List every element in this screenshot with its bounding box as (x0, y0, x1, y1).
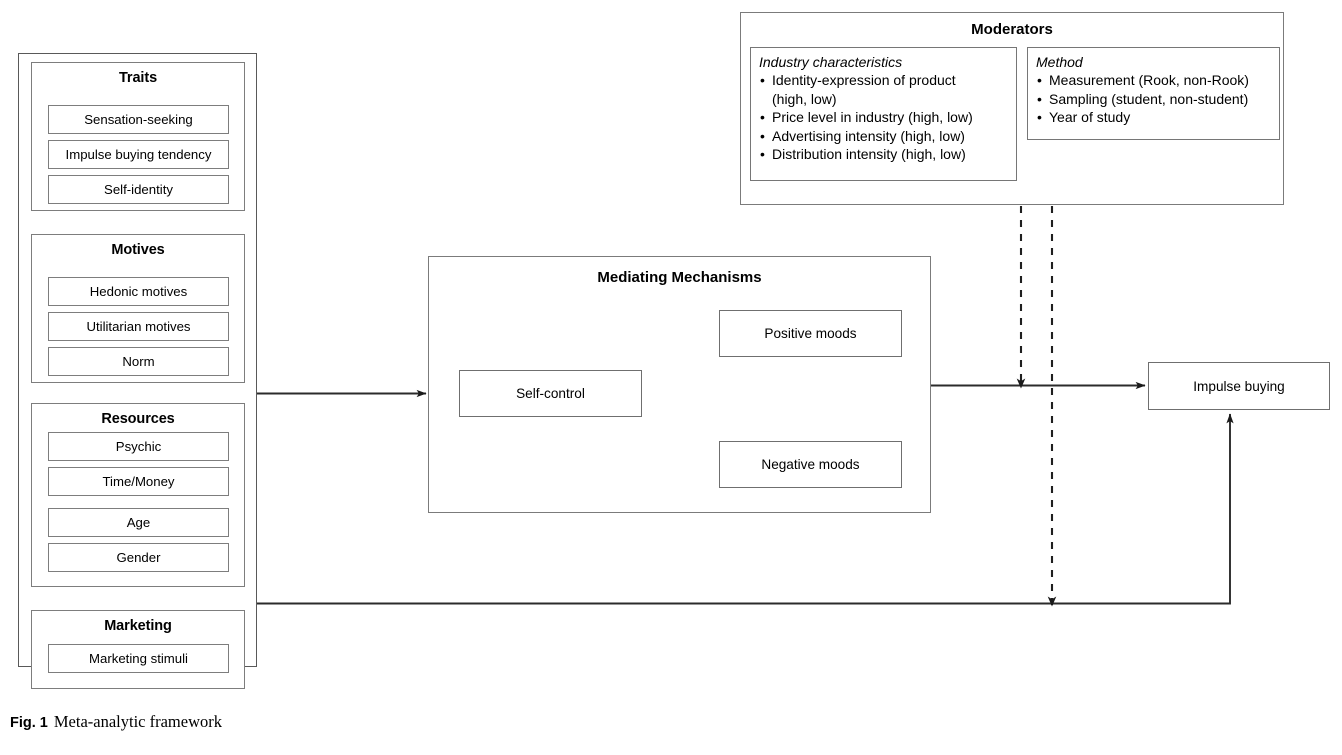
list-item: Sampling (student, non-student) (1036, 90, 1271, 109)
moderators-title: Moderators (971, 21, 1053, 38)
group-motives-title: Motives (111, 242, 165, 258)
node-impulse-buying: Impulse buying (1148, 362, 1330, 410)
figure-caption-label: Fig. 1 (10, 715, 48, 731)
figure-caption: Fig. 1 Meta-analytic framework (10, 712, 222, 732)
list-item: Measurement (Rook, non-Rook) (1036, 71, 1271, 90)
list-item: Price level in industry (high, low) (759, 108, 1008, 127)
item-utilitarian-motives: Utilitarian motives (48, 312, 229, 341)
moderators-method-list: Measurement (Rook, non-Rook) Sampling (s… (1036, 71, 1271, 127)
figure-caption-text: Meta-analytic framework (53, 712, 223, 731)
item-self-identity: Self-identity (48, 175, 229, 204)
list-item: Advertising intensity (high, low) (759, 127, 1008, 146)
moderators-industry-subtitle: Industry characteristics (759, 54, 903, 70)
moderators-industry-box: Industry characteristics Identity-expres… (750, 47, 1017, 181)
group-traits-title: Traits (118, 70, 158, 86)
list-item: Identity-expression of product (high, lo… (759, 71, 1008, 108)
node-positive-moods: Positive moods (719, 310, 902, 357)
node-negative-moods: Negative moods (719, 441, 902, 488)
list-item: Year of study (1036, 108, 1271, 127)
item-norm: Norm (48, 347, 229, 376)
item-age: Age (48, 508, 229, 537)
item-hedonic-motives: Hedonic motives (48, 277, 229, 306)
mediating-mechanisms-title: Mediating Mechanisms (597, 269, 762, 286)
moderators-method-subtitle: Method (1036, 54, 1083, 70)
node-self-control: Self-control (459, 370, 642, 417)
item-psychic: Psychic (48, 432, 229, 461)
arrow-marketing-to-impulsebuying (257, 413, 1234, 605)
list-item: Distribution intensity (high, low) (759, 145, 1008, 164)
moderators-industry-list: Identity-expression of product (high, lo… (759, 71, 1008, 164)
item-marketing-stimuli: Marketing stimuli (48, 644, 229, 673)
item-impulse-buying-tendency: Impulse buying tendency (48, 140, 229, 169)
item-gender: Gender (48, 543, 229, 572)
moderators-method-box: Method Measurement (Rook, non-Rook) Samp… (1027, 47, 1280, 140)
item-sensation-seeking: Sensation-seeking (48, 105, 229, 134)
item-time-money: Time/Money (48, 467, 229, 496)
group-resources-title: Resources (101, 411, 175, 427)
group-marketing-title: Marketing (104, 618, 172, 634)
